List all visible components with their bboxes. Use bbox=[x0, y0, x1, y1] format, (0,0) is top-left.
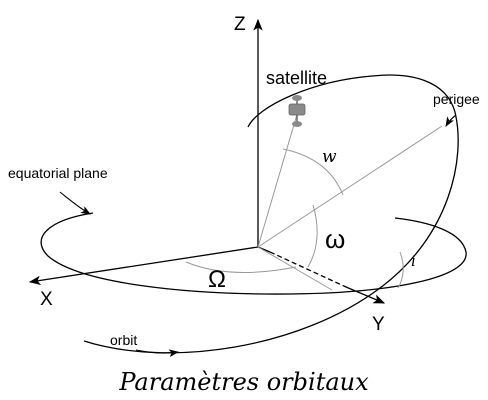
omega-small-label: ω bbox=[325, 224, 345, 254]
w-label: w bbox=[322, 147, 337, 167]
orbit-label: orbit bbox=[110, 332, 137, 348]
y-axis-label: Y bbox=[372, 314, 385, 335]
perigee-label: perigee bbox=[433, 91, 480, 107]
satellite-radius-line bbox=[257, 110, 299, 248]
equatorial-plane-label: equatorial plane bbox=[8, 165, 108, 181]
z-axis-label: Z bbox=[234, 14, 246, 35]
equatorial-plane-ellipse bbox=[40, 212, 467, 295]
perigee-leader-arrow bbox=[445, 114, 457, 127]
x-axis bbox=[28, 246, 259, 286]
y-axis-dashed bbox=[269, 251, 347, 288]
i-label: i bbox=[411, 252, 416, 270]
satellite-label: satellite bbox=[266, 68, 327, 88]
x-axis-label: X bbox=[40, 289, 53, 310]
perigee-radius-line bbox=[257, 125, 443, 248]
omega-small-angle-arc bbox=[307, 204, 318, 268]
omega-capital-angle-arc bbox=[185, 261, 297, 273]
orbit-leader-arrow bbox=[135, 349, 179, 358]
figure-caption: Paramètres orbitaux bbox=[118, 368, 369, 396]
equatorial-plane-leader-arrow bbox=[59, 191, 91, 215]
orbit-ellipse bbox=[83, 74, 459, 354]
w-angle-arc bbox=[282, 148, 344, 196]
y-axis-arrow bbox=[345, 286, 386, 304]
ascending-node-line bbox=[257, 246, 333, 291]
inclination-angle-arc bbox=[397, 251, 404, 289]
satellite-icon bbox=[288, 95, 306, 127]
omega-capital-label: Ω bbox=[208, 266, 226, 293]
